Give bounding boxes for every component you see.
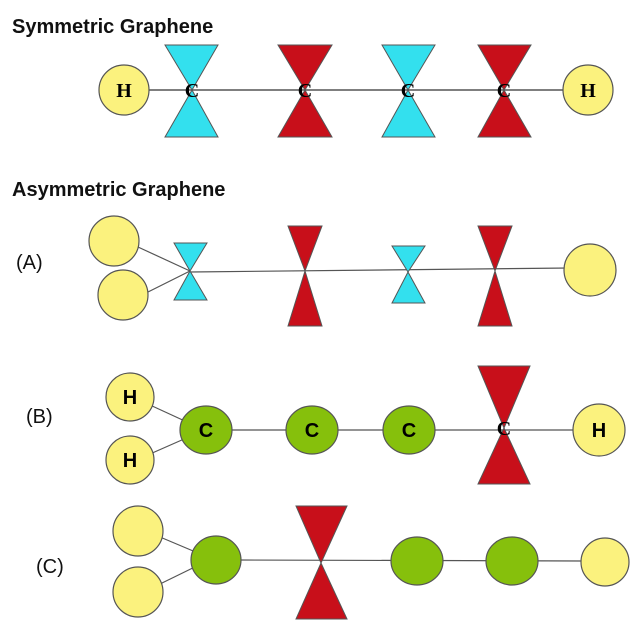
carbon-atom-green — [485, 536, 539, 586]
atom-label: C — [185, 80, 199, 102]
hydrogen-atom — [562, 64, 614, 116]
asymmetric-chain-a — [88, 215, 617, 327]
asymmetric-chain-b: H H C C C C H — [105, 365, 626, 485]
bond-line — [147, 270, 191, 293]
bond-line — [189, 267, 571, 273]
atom-label: C — [305, 420, 319, 442]
atom-label: H — [580, 80, 596, 102]
atom-label: H — [123, 387, 137, 409]
carbon-atom-green — [382, 405, 436, 455]
bond-line — [137, 246, 191, 272]
carbon-bowtie-red — [477, 365, 531, 485]
carbon-bowtie-red — [477, 44, 532, 138]
atom-label: H — [116, 80, 132, 102]
carbon-bowtie-red — [477, 225, 513, 327]
carbon-bowtie-red — [277, 44, 333, 138]
carbon-atom-green — [390, 536, 444, 586]
hydrogen-atom — [563, 243, 617, 297]
hydrogen-atom — [112, 505, 164, 557]
hydrogen-atom — [112, 566, 164, 618]
row-label-a: (A) — [16, 252, 43, 274]
asymmetric-title: Asymmetric Graphene — [12, 179, 226, 201]
asymmetric-chain-c — [112, 505, 630, 620]
atom-label: C — [497, 418, 511, 440]
hydrogen-atom — [105, 435, 155, 485]
carbon-bowtie-red — [295, 505, 348, 620]
carbon-bowtie-cyan — [391, 245, 426, 304]
hydrogen-atom — [97, 269, 149, 321]
carbon-atom-green — [285, 405, 339, 455]
symmetric-chain: H C C C C H — [98, 44, 614, 138]
atom-label: C — [497, 80, 511, 102]
atom-label: C — [298, 80, 312, 102]
hydrogen-atom — [105, 372, 155, 422]
carbon-atom-green — [179, 405, 233, 455]
carbon-atom-green — [190, 535, 242, 585]
atom-label: C — [401, 80, 415, 102]
symmetric-title: Symmetric Graphene — [12, 16, 214, 38]
atom-label: C — [199, 420, 213, 442]
hydrogen-atom — [572, 403, 626, 457]
atom-label: H — [592, 420, 606, 442]
row-label-c: (C) — [36, 556, 64, 578]
carbon-bowtie-cyan — [381, 44, 436, 138]
hydrogen-atom — [88, 215, 140, 267]
row-label-b: (B) — [26, 406, 53, 428]
carbon-bowtie-red — [287, 225, 323, 327]
atom-label: C — [402, 420, 416, 442]
hydrogen-atom — [98, 64, 150, 116]
carbon-bowtie-cyan — [173, 242, 208, 301]
atom-label: H — [123, 450, 137, 472]
hydrogen-atom — [580, 537, 630, 587]
carbon-bowtie-cyan — [164, 44, 219, 138]
